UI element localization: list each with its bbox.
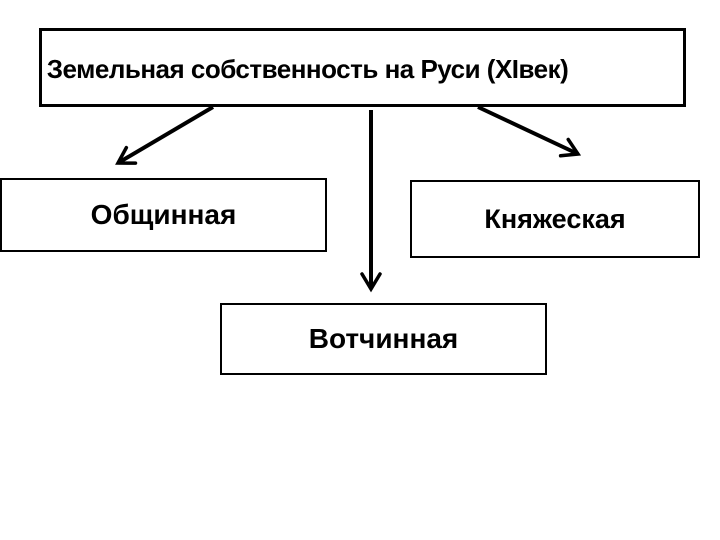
arrow-title-to-princely xyxy=(477,105,582,158)
princely-label: Княжеская xyxy=(484,203,626,234)
title-label: Земельная собственность на Руси (XIвек) xyxy=(46,54,569,84)
communal-label: Общинная xyxy=(90,199,237,230)
node-princely: Княжеская xyxy=(410,180,700,258)
patrimonial-label: Вотчинная xyxy=(308,323,459,354)
node-patrimonial: Вотчинная xyxy=(220,303,547,375)
node-communal: Общинная xyxy=(0,178,327,252)
node-title: Земельная собственность на Руси (XIвек) xyxy=(39,28,686,107)
arrow-title-to-communal xyxy=(115,105,215,165)
